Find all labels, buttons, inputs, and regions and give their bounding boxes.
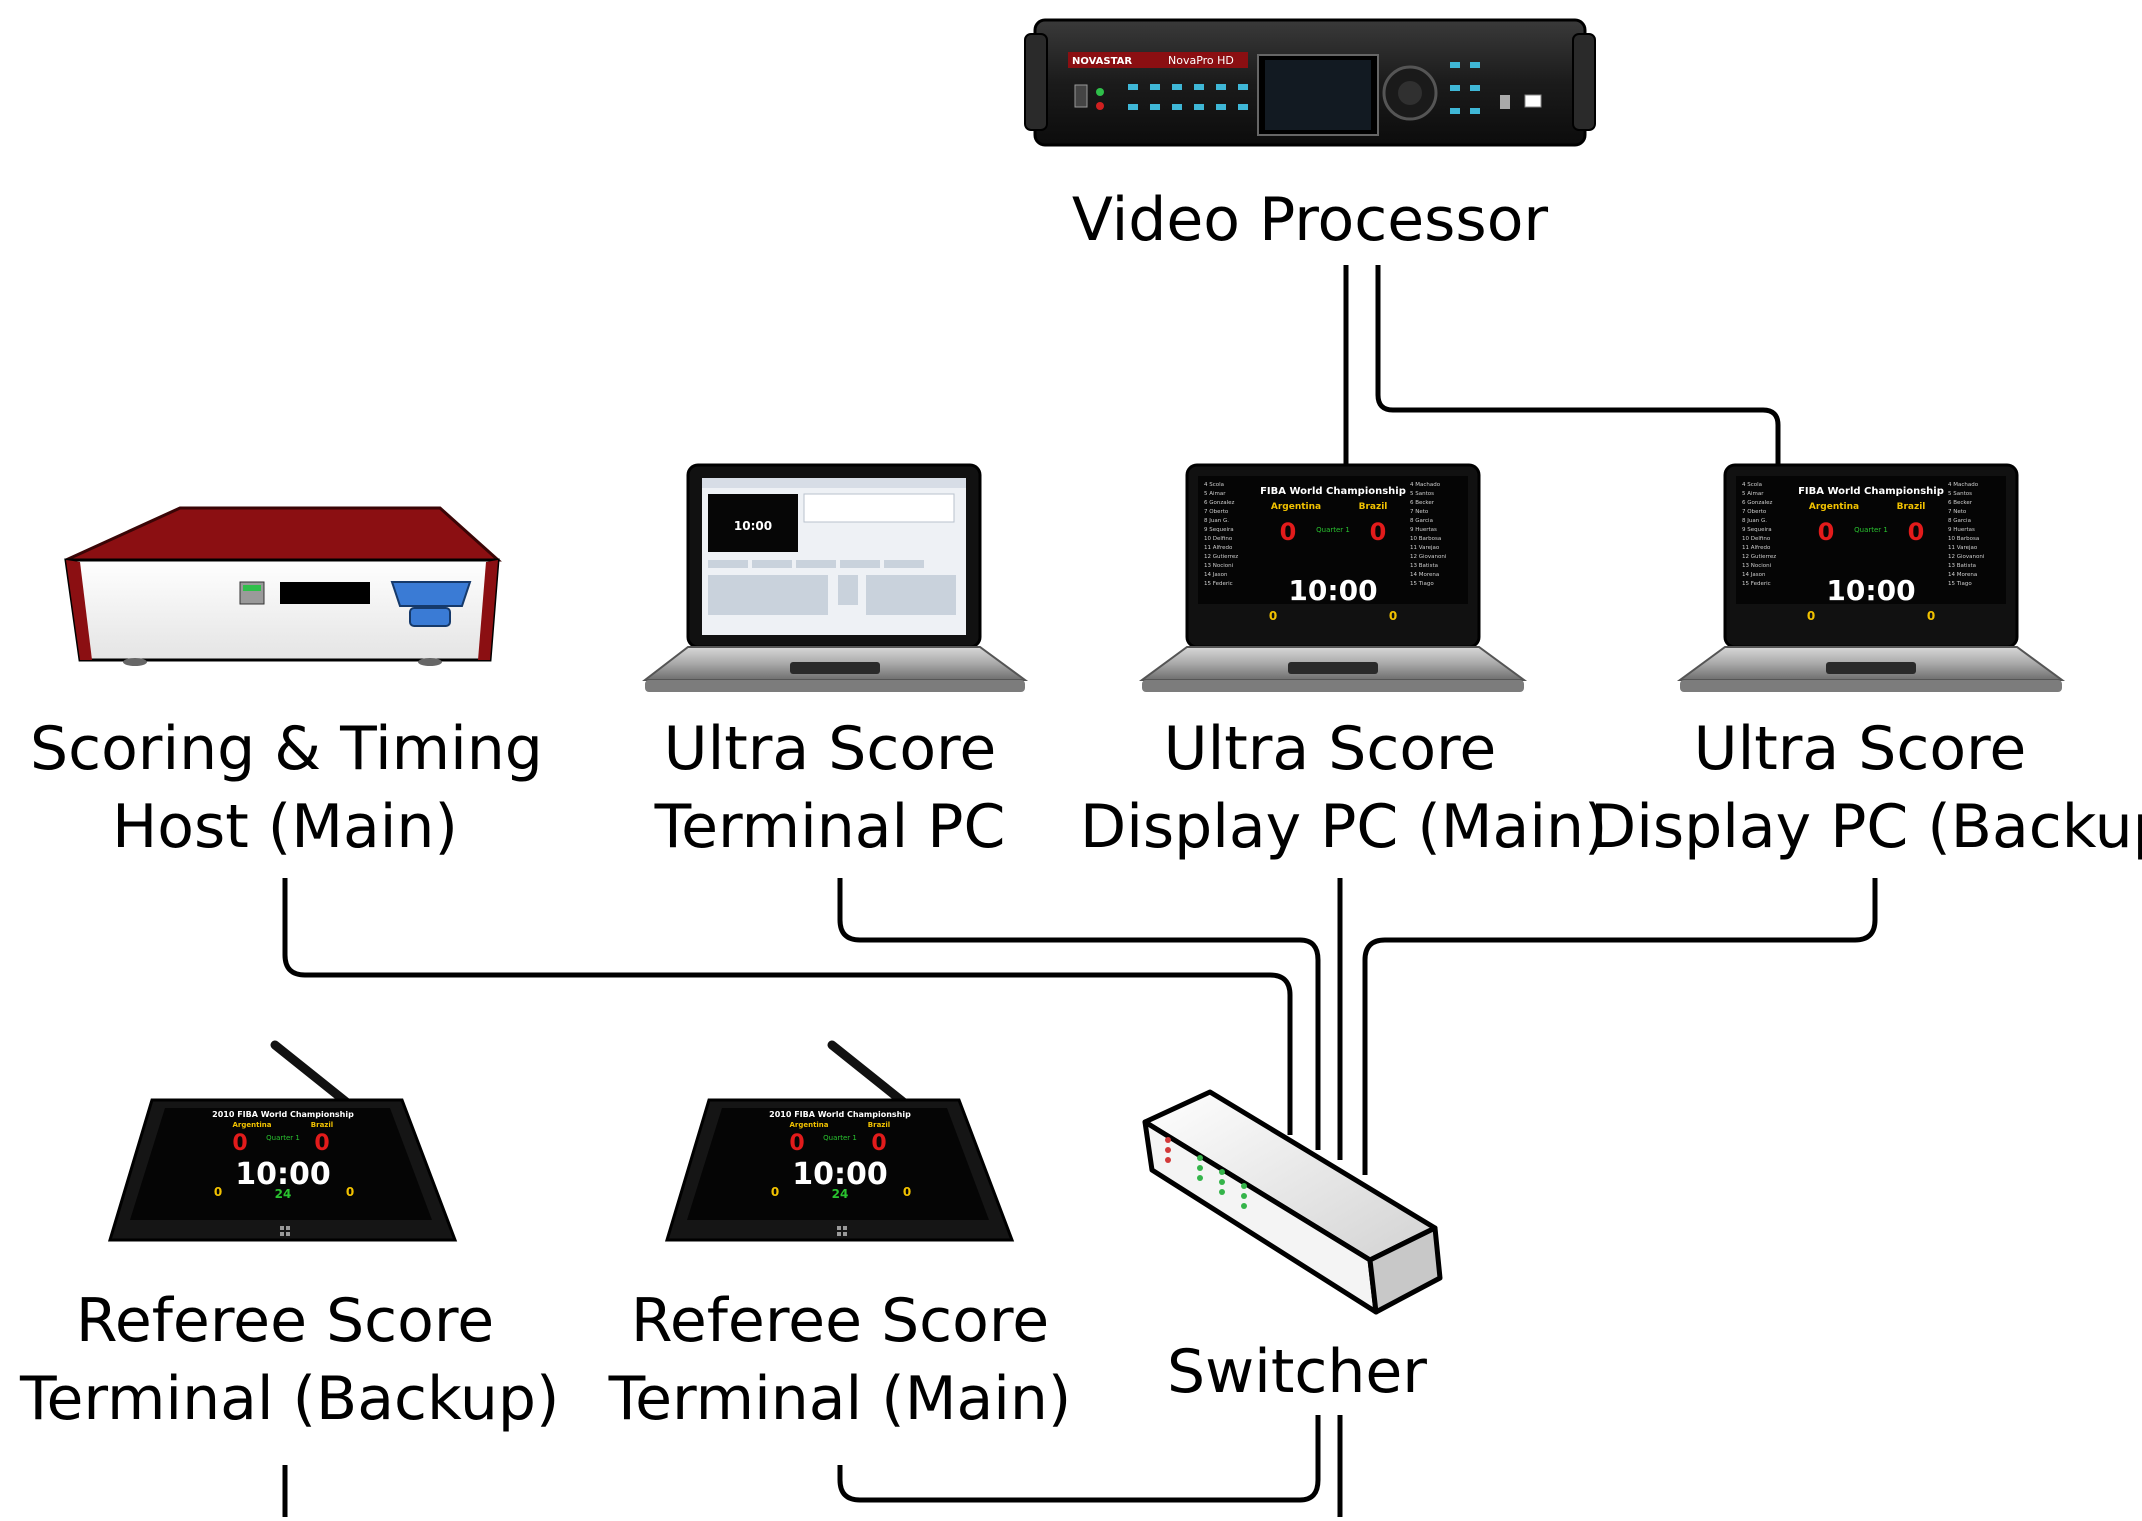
display-main-label-line2: Display PC (Main) [1080,792,1608,862]
scoring-host-label-line2: Host (Main) [112,792,458,862]
scoring-host-label-line1: Scoring & Timing [30,714,543,784]
referee-main-clock: 10:00 [792,1157,888,1192]
display-main-label-line1: Ultra Score [1163,714,1497,784]
display-main-period: Quarter 1 [1316,526,1350,534]
display-main-score-away: 0 [1370,518,1387,546]
display-main-team-home: Argentina [1271,502,1321,512]
link-terminal-switch [837,878,1321,1150]
referee-main-title: 2010 FIBA World Championship [769,1110,911,1119]
referee-backup-team-home: Argentina [232,1121,271,1129]
display-main-fouls-away: 0 [1389,609,1397,623]
referee-backup-tablet: 2010 FIBA World Championship Argentina B… [107,1040,458,1242]
terminal-pc-label: Ultra Score Terminal PC [620,710,1040,866]
referee-main-team-home: Argentina [789,1121,828,1129]
display-backup-team-home: Argentina [1809,502,1859,512]
scoring-host-label: Scoring & Timing Host (Main) [30,710,543,866]
connection-lines [282,265,1878,1521]
referee-backup-fouls-home: 0 [214,1185,222,1199]
terminal-pc-laptop: 10:00 [642,463,1029,692]
svg-text:10:00: 10:00 [734,519,772,533]
referee-main-score-away: 0 [871,1131,886,1156]
display-backup-fouls-away: 0 [1927,609,1935,623]
terminal-pc-label-line1: Ultra Score [663,714,997,784]
display-backup-clock: 10:00 [1826,574,1915,607]
referee-backup-shot-clock: 24 [275,1187,292,1201]
referee-main-label-line2: Terminal (Main) [608,1364,1072,1434]
video-processor-device: NOVASTAR NovaPro HD [1024,18,1596,147]
display-backup-score-home: 0 [1818,518,1835,546]
link-videoproc-display-backup [1375,265,1781,465]
link-display-backup-switch [1362,878,1878,1175]
video-processor-label: Video Processor [1072,185,1548,255]
referee-backup-clock: 10:00 [235,1157,331,1192]
switcher-label: Switcher [1167,1337,1427,1407]
display-backup-score-away: 0 [1908,518,1925,546]
display-main-clock: 10:00 [1288,574,1377,607]
display-main-fouls-home: 0 [1269,609,1277,623]
display-backup-fouls-home: 0 [1807,609,1815,623]
referee-backup-score-away: 0 [314,1131,329,1156]
referee-backup-period: Quarter 1 [266,1134,300,1142]
display-backup-title: FIBA World Championship [1798,486,1944,497]
display-main-laptop: FIBA World Championship Argentina Brazil… [1138,463,1528,692]
referee-backup-label: Referee Score Terminal (Backup) [20,1282,560,1438]
referee-main-fouls-away: 0 [903,1185,911,1199]
video-processor-brand: NOVASTAR [1072,56,1132,67]
display-backup-label: Ultra Score Display PC (Backup) [1590,710,2142,866]
referee-main-team-away: Brazil [868,1121,890,1129]
video-processor-model: NovaPro HD [1168,54,1234,67]
referee-backup-fouls-away: 0 [346,1185,354,1199]
referee-backup-title: 2010 FIBA World Championship [212,1110,354,1119]
terminal-pc-label-line2: Terminal PC [654,792,1006,862]
referee-main-label-line1: Referee Score [630,1286,1050,1356]
referee-backup-team-away: Brazil [311,1121,333,1129]
display-main-label: Ultra Score Display PC (Main) [1080,710,1608,866]
display-main-team-away: Brazil [1359,502,1388,512]
referee-backup-label-line2: Terminal (Backup) [20,1364,560,1434]
referee-backup-label-line1: Referee Score [75,1286,495,1356]
scoring-host-device [64,506,502,666]
referee-backup-score-home: 0 [232,1131,247,1156]
switcher-device [1142,1089,1443,1315]
display-backup-period: Quarter 1 [1854,526,1888,534]
referee-main-period: Quarter 1 [823,1134,857,1142]
link-referee-main-switch [837,1415,1321,1503]
referee-main-tablet: 2010 FIBA World Championship Argentina B… [664,1040,1015,1242]
display-backup-team-away: Brazil [1897,502,1926,512]
display-backup-label-line2: Display PC (Backup) [1590,792,2142,862]
referee-main-label: Referee Score Terminal (Main) [600,1282,1080,1438]
display-backup-laptop: FIBA World Championship Argentina Brazil… [1676,463,2066,692]
referee-main-fouls-home: 0 [771,1185,779,1199]
display-main-title: FIBA World Championship [1260,486,1406,497]
referee-main-score-home: 0 [789,1131,804,1156]
referee-main-shot-clock: 24 [832,1187,849,1201]
display-backup-label-line1: Ultra Score [1693,714,2027,784]
link-host-switch [282,878,1293,1135]
display-main-score-home: 0 [1280,518,1297,546]
